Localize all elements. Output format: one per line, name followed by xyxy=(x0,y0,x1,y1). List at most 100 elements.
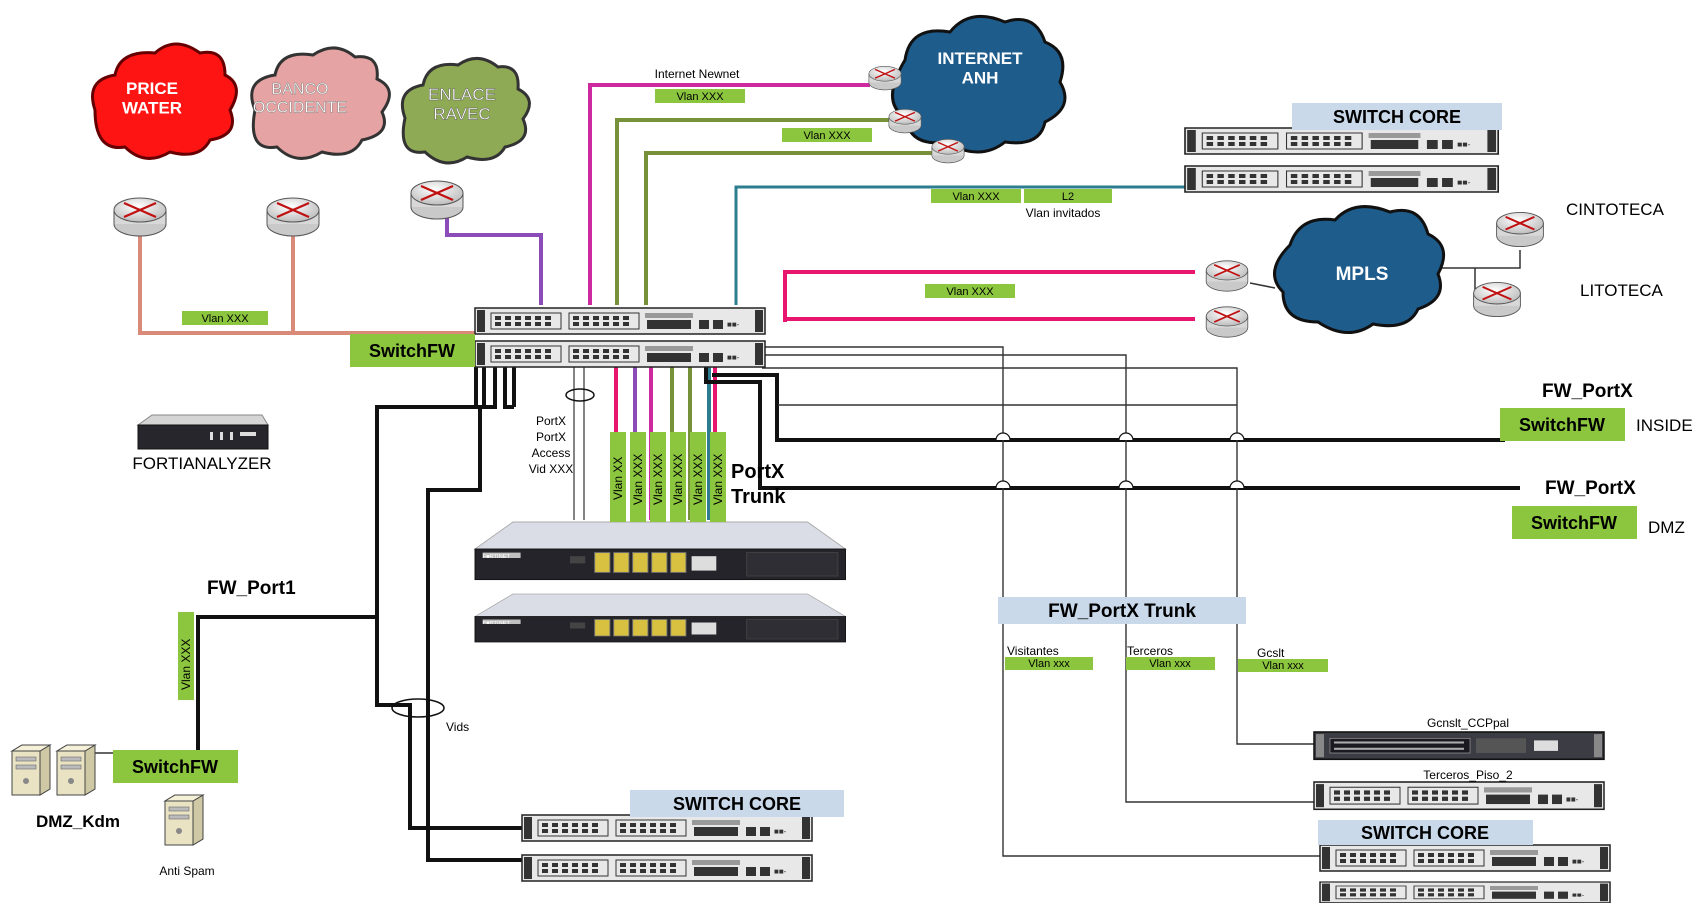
router-internet-1-icon xyxy=(868,65,902,91)
router-internet-3-icon xyxy=(931,138,965,164)
switch-core-label-bg xyxy=(1318,820,1533,845)
fw-portx-inside-label: FW_PortX xyxy=(1542,381,1633,402)
line-crossings xyxy=(995,432,1245,489)
fortigate-cluster xyxy=(474,521,846,643)
switch-core-bottom-left-label: SWITCH CORE xyxy=(673,794,801,814)
vlan-tag-bg xyxy=(931,189,1021,203)
vlan-vertical-3: Vlan XXX xyxy=(651,454,665,505)
router-ravec-icon xyxy=(409,179,465,221)
switch-core-label-bg xyxy=(1292,103,1502,130)
vlan-vertical-5: Vlan XXX xyxy=(691,454,705,505)
inside-label: INSIDE xyxy=(1636,416,1693,435)
switchfw-label-bg xyxy=(113,750,238,783)
vids-bundle-ellipse xyxy=(391,698,445,718)
gcslt-label: Gcslt xyxy=(1257,646,1285,660)
router-mpls-2-icon xyxy=(1205,305,1249,339)
visitantes-label: Visitantes xyxy=(1007,644,1059,658)
switch-core-label-bg xyxy=(630,790,844,817)
fw-port1-label: FW_Port1 xyxy=(207,578,296,599)
vlan-tag-internet-newnet: Vlan XXX xyxy=(676,91,724,103)
vlan-tag-bg xyxy=(1005,657,1093,670)
cintoteca-label: CINTOTECA xyxy=(1566,200,1665,219)
switch-terceros-piso-2 xyxy=(1313,781,1605,811)
vlan-tag-bg xyxy=(925,284,1015,298)
vlan-bundle-ellipse xyxy=(565,388,595,402)
vlan-invitados-label: Vlan invitados xyxy=(1026,206,1101,220)
access-label: Access xyxy=(532,446,571,460)
dmz-label: DMZ xyxy=(1648,518,1685,537)
vlan-tag-visitantes: Vlan xxx xyxy=(1028,658,1070,670)
vids-label: Vids xyxy=(446,720,469,734)
router-cintoteca-icon xyxy=(1495,211,1545,248)
portx-trunk-label-1: PortX xyxy=(731,461,785,483)
vlan-vertical-dmz: Vlan XXX xyxy=(179,639,193,690)
fortianalyzer-device xyxy=(136,414,269,450)
internet-newnet-label: Internet Newnet xyxy=(655,67,740,81)
fortianalyzer-label: FORTIANALYZER xyxy=(132,454,271,473)
vlan-vertical-6: Vlan XXX xyxy=(711,454,725,505)
switchfw-label-bg xyxy=(1512,506,1637,539)
vlan-tag-bg xyxy=(1238,659,1328,672)
vlan-vertical-2: Vlan XXX xyxy=(631,454,645,505)
vlan-tag-bg xyxy=(782,128,872,142)
anti-spam-server-icon xyxy=(164,794,204,846)
portx-label-2: PortX xyxy=(536,430,566,444)
vlan-vertical-1: Vlan XX xyxy=(611,457,625,500)
switch-gcnslt-ccppal xyxy=(1313,731,1605,761)
dmz-kdm-server-1-icon xyxy=(11,744,51,796)
litoteca-label: LITOTECA xyxy=(1580,281,1663,300)
vlan-tag-bg xyxy=(655,89,745,103)
switchfw-stack xyxy=(474,307,766,368)
switch-core-bottom-left xyxy=(521,814,813,882)
switch-core-bottom-right xyxy=(1319,844,1611,903)
vlan-vertical-4: Vlan XXX xyxy=(671,454,685,505)
router-internet-2-icon xyxy=(888,108,922,134)
vlan-tag-terceros: Vlan xxx xyxy=(1149,658,1191,670)
vlan-tag-mpls: Vlan XXX xyxy=(946,286,994,298)
fw-portx-dmz-label: FW_PortX xyxy=(1545,478,1636,499)
portx-label-1: PortX xyxy=(536,414,566,428)
dmz-kdm-label: DMZ_Kdm xyxy=(36,812,120,831)
router-price-water-icon xyxy=(112,196,168,238)
cloud-mpls-label: MPLS xyxy=(1336,264,1389,285)
terceros-label: Terceros xyxy=(1127,644,1173,658)
switchfw-dmz-kdm-label: SwitchFW xyxy=(132,757,218,777)
dmz-kdm-server-2-icon xyxy=(56,744,96,796)
router-banco-icon xyxy=(265,196,321,238)
switch-core-top-label: SWITCH CORE xyxy=(1333,107,1461,127)
vlan-tag-bg xyxy=(1126,657,1215,670)
switch-core-top xyxy=(1184,127,1500,193)
switchfw-label-bg xyxy=(350,334,475,367)
vlan-tag-core: Vlan XXX xyxy=(952,191,1000,203)
terceros-piso-2-label: Terceros_Piso_2 xyxy=(1423,768,1513,782)
l2-label: L2 xyxy=(1062,191,1074,203)
anti-spam-label: Anti Spam xyxy=(159,864,214,878)
switch-core-bottom-right-label: SWITCH CORE xyxy=(1361,823,1489,843)
fw-portx-trunk-label: FW_PortX Trunk xyxy=(1048,601,1196,622)
vlan-tag-external: Vlan XXX xyxy=(201,313,249,325)
switchfw-dmz-label: SwitchFW xyxy=(1531,513,1617,533)
router-mpls-1-icon xyxy=(1205,259,1249,293)
vlan-tag-gcslt: Vlan xxx xyxy=(1262,660,1304,672)
fw-portx-trunk-label-bg xyxy=(998,597,1246,624)
vid-xxx-label: Vid XXX xyxy=(529,462,573,476)
switchfw-main-label: SwitchFW xyxy=(369,341,455,361)
router-litoteca-icon xyxy=(1472,281,1522,318)
switchfw-label-bg xyxy=(1500,408,1625,441)
vertical-vlan-tags: Vlan XX Vlan XXX Vlan XXX Vlan XXX Vlan … xyxy=(178,432,726,700)
l2-tag-bg xyxy=(1024,189,1112,203)
gcnslt-ccppal-label: Gcnslt_CCPpal xyxy=(1427,716,1509,730)
switchfw-inside-label: SwitchFW xyxy=(1519,415,1605,435)
vlan-tag-bg xyxy=(182,311,268,325)
portx-trunk-label-2: Trunk xyxy=(731,486,786,508)
cloud-mpls: MPLS xyxy=(1273,205,1446,334)
